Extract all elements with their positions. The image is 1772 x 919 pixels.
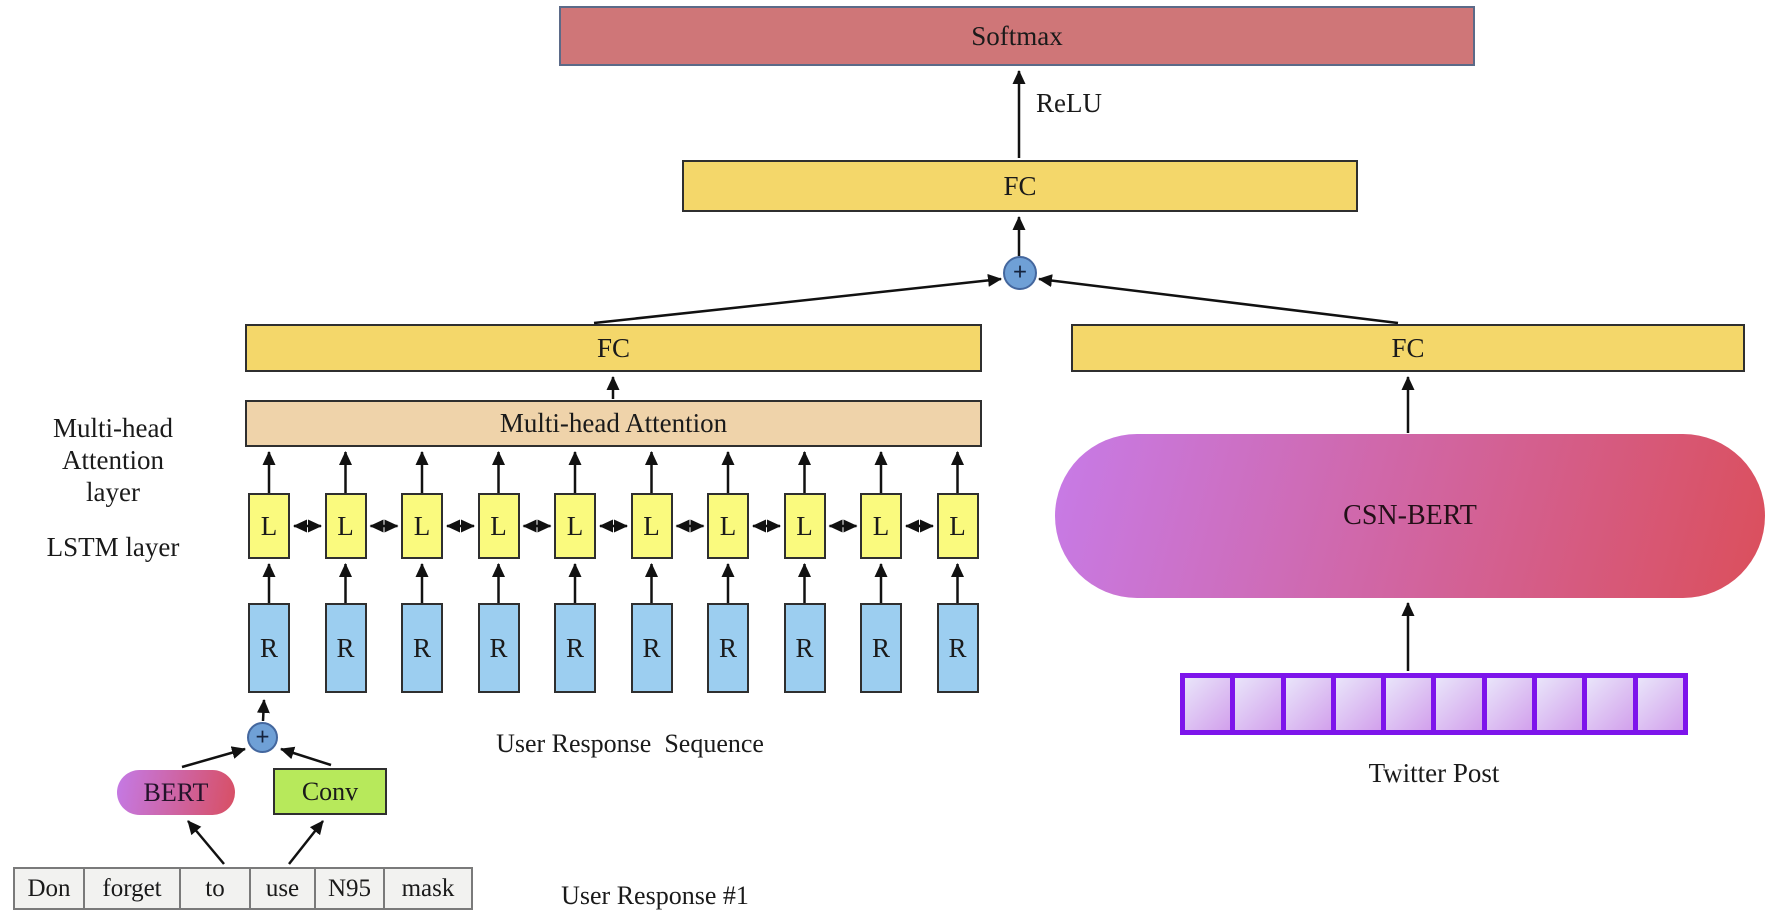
twitter-post-embedding-strip [1180,673,1688,735]
fc-top-box: FC [682,160,1358,212]
softmax-layer-box: Softmax [559,6,1475,66]
multi-head-attention-box: Multi-head Attention [245,400,982,447]
mha-layer-side-label: Multi-head Attention layer [0,412,226,508]
response-embedding-box: R [248,603,290,693]
arrow-fcleft-to-plus [593,273,1002,325]
lstm-unit-box: L [248,493,290,559]
twitter-embedding-cell [1335,678,1382,730]
bert-box: BERT [117,770,235,815]
response-embedding-box: R [477,603,520,693]
arrow-token-to-conv [288,820,324,865]
twitter-embedding-cell [1587,678,1633,730]
twitter-embedding-cell [1235,678,1281,730]
response-embedding-box: R [783,603,826,693]
mha-side-line2: layer [86,477,140,507]
token-cell: use [249,867,316,910]
arrow-bert-to-plus [181,746,246,769]
twitter-embedding-cell [1486,678,1533,730]
response-embedding-box: R [630,603,673,693]
token-cell: N95 [314,867,385,910]
user-response-sequence-label: User Response Sequence [496,729,764,758]
sum-node-top: + [1003,256,1037,290]
twitter-embedding-cell [1637,678,1683,730]
lstm-unit-box: L [324,493,367,559]
lstm-unit-box: L [860,493,902,559]
twitter-embedding-cell [1386,678,1432,730]
twitter-post-label: Twitter Post [1368,758,1500,788]
response-embedding-box: R [401,603,443,693]
twitter-embedding-cell [1285,678,1331,730]
token-cell: to [179,867,251,910]
response-embedding-box: R [936,603,979,693]
lstm-unit-box: L [630,493,673,559]
token-cell: forget [83,867,181,910]
conv-box: Conv [273,768,387,815]
response-embedding-box: R [554,603,596,693]
lstm-unit-box: L [477,493,520,559]
user-response-1-label: User Response #1 [561,881,749,910]
fc-left-box: FC [245,324,982,372]
arrow-plus-to-r1 [256,699,270,722]
response-embedding-box: R [324,603,367,693]
token-cell: mask [383,867,473,910]
relu-label: ReLU [1036,88,1102,118]
lstm-layer-side-label: LSTM layer [46,532,180,562]
twitter-embedding-cell [1436,678,1482,730]
lstm-unit-box: L [554,493,596,559]
lstm-unit-box: L [936,493,979,559]
twitter-embedding-cell [1537,678,1583,730]
response-embedding-box: R [707,603,749,693]
lstm-unit-box: L [707,493,749,559]
arrow-fcright-to-plus [1038,274,1399,325]
lstm-unit-box: L [401,493,443,559]
fc-right-box: FC [1071,324,1745,372]
arrow-conv-to-plus [280,746,332,767]
lstm-unit-box: L [783,493,826,559]
mha-side-line1: Multi-head Attention [53,413,173,475]
csn-bert-box: CSN-BERT [1055,434,1765,598]
twitter-embedding-cell [1185,678,1231,730]
arrow-token-to-bert [187,820,225,865]
sum-node-bottom: + [247,722,278,753]
token-cell: Don [13,867,85,910]
response-embedding-box: R [860,603,902,693]
